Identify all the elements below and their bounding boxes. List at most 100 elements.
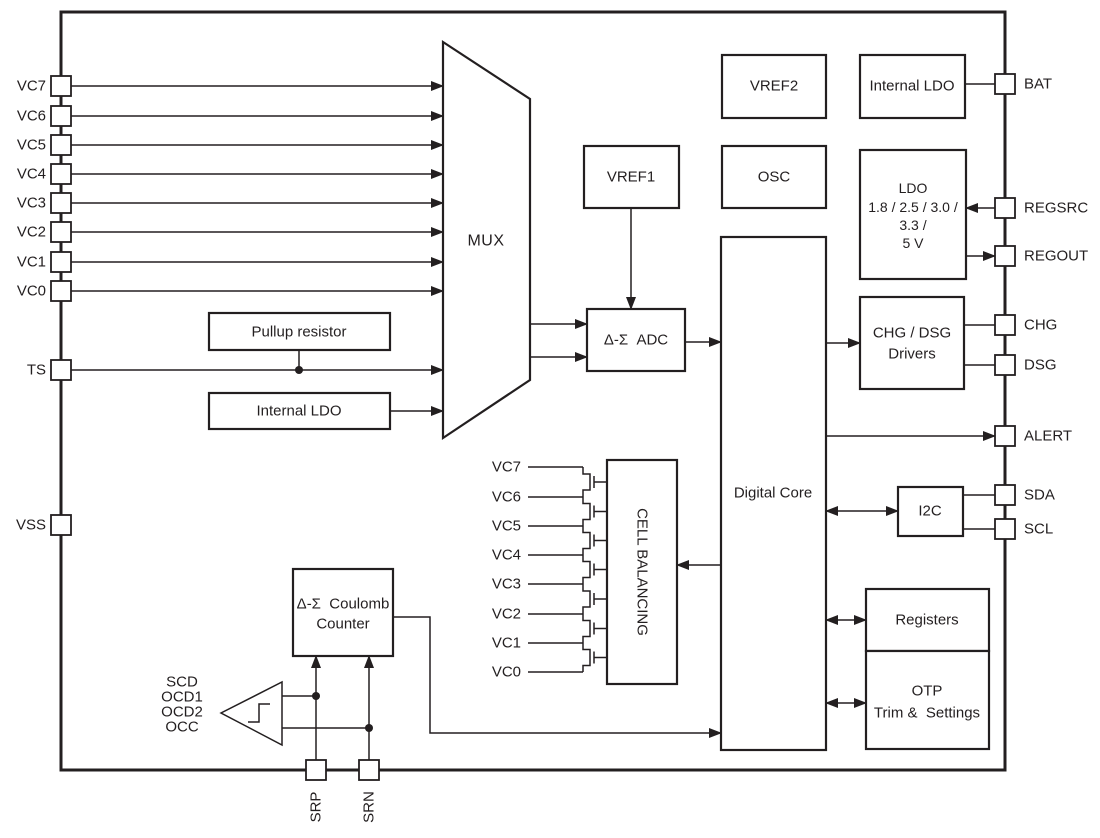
cb-input-vc7: VC7 [492, 459, 521, 476]
digital-core-label: Digital Core [734, 485, 812, 502]
mosfet-glyph-4 [582, 555, 607, 584]
osc-block [720, 144, 828, 210]
chg-dsg-label-2: Drivers [888, 346, 936, 363]
pin-vc1 [50, 251, 72, 273]
adc-block [585, 307, 687, 373]
pin-label-vc5: VC5 [17, 137, 46, 154]
pin-label-chg: CHG [1024, 317, 1057, 334]
digital-core-block [719, 235, 828, 752]
wire-coulomb-core [393, 616, 722, 738]
pin-label-vc1: VC1 [17, 254, 46, 271]
mosfet-glyph-5 [582, 584, 607, 614]
vref1-label: VREF1 [607, 169, 655, 186]
chip-outline [59, 10, 1007, 772]
pin-vc6 [50, 105, 72, 127]
pin-regout [994, 245, 1016, 267]
internal-ldo-left-label: Internal LDO [256, 403, 341, 420]
ldo-label-1: LDO [899, 180, 928, 196]
hysteresis-icon [248, 703, 270, 723]
pullup-resistor-block [207, 311, 392, 352]
pin-srn [358, 759, 380, 781]
cb-input-vc5: VC5 [492, 518, 521, 535]
pin-label-srn: SRN [361, 791, 378, 823]
cell-balancing-block [605, 458, 679, 686]
ldo-label-2: 1.8 / 2.5 / 3.0 / [868, 199, 958, 215]
pin-vc7 [50, 75, 72, 97]
pin-label-vc6: VC6 [17, 108, 46, 125]
coulomb-label-2: Counter [316, 616, 369, 633]
left-pins: VC7 VC6 VC5 VC4 VC3 VC2 VC1 VC0 TS VSS [16, 75, 72, 536]
pin-label-regout: REGOUT [1024, 248, 1088, 265]
pin-vc4 [50, 163, 72, 185]
mosfet-glyph-7 [582, 643, 607, 672]
pin-vc2 [50, 221, 72, 243]
pin-label-bat: BAT [1024, 76, 1052, 93]
comparator-triangle [219, 680, 283, 747]
junction-dot-ts [295, 366, 303, 374]
adc-label: Δ-Σ ADC [604, 332, 668, 349]
comparator-label-ocd2: OCD2 [161, 704, 203, 721]
internal-ldo-left-block [207, 391, 392, 431]
pin-vss [50, 514, 72, 536]
pin-label-vc0: VC0 [17, 283, 46, 300]
pin-label-vc3: VC3 [17, 195, 46, 212]
pin-srp [305, 759, 327, 781]
cb-input-vc6: VC6 [492, 489, 521, 506]
otp-label-1: OTP [912, 683, 943, 700]
otp-label-2: Trim & Settings [874, 705, 980, 722]
otp-block [864, 649, 991, 751]
pin-alert [994, 425, 1016, 447]
pin-bat [994, 73, 1016, 95]
mosfet-glyph-2 [582, 497, 607, 526]
cell-balancing-input-labels: VC7 VC6 VC5 VC4 VC3 VC2 VC1 VC0 [492, 459, 521, 681]
vref2-label: VREF2 [750, 78, 798, 95]
mux-block [441, 39, 532, 441]
coulomb-counter-block [291, 567, 395, 658]
ldo-block [858, 148, 968, 281]
vref2-block [720, 53, 828, 120]
pin-label-regsrc: REGSRC [1024, 200, 1088, 217]
i2c-block [896, 485, 965, 538]
pin-label-vc7: VC7 [17, 78, 46, 95]
mux-label: MUX [467, 233, 504, 250]
pin-label-ts: TS [27, 362, 46, 379]
pin-label-vc4: VC4 [17, 166, 46, 183]
mosfet-glyph-1 [582, 467, 607, 497]
pin-label-vss: VSS [16, 517, 46, 534]
right-pins: BAT REGSRC REGOUT CHG DSG ALERT SDA SCL [994, 73, 1088, 540]
pin-vc0 [50, 280, 72, 302]
pin-vc5 [50, 134, 72, 156]
internal-ldo-top-label: Internal LDO [869, 78, 954, 95]
cb-input-vc2: VC2 [492, 606, 521, 623]
pullup-resistor-label: Pullup resistor [251, 324, 346, 341]
pin-regsrc [994, 197, 1016, 219]
pin-ts [50, 359, 72, 381]
cb-input-vc4: VC4 [492, 547, 521, 564]
chg-dsg-drivers-block [858, 295, 966, 391]
osc-label: OSC [758, 169, 791, 186]
comparator-label-ocd1: OCD1 [161, 689, 203, 706]
pin-label-srp: SRP [308, 792, 325, 823]
registers-block [864, 587, 991, 653]
pin-label-dsg: DSG [1024, 357, 1057, 374]
coulomb-label-1: Δ-Σ Coulomb [297, 596, 390, 613]
pin-label-scl: SCL [1024, 521, 1053, 538]
registers-label: Registers [895, 612, 958, 629]
comparator-output-labels: SCD OCD1 OCD2 OCC [161, 674, 203, 736]
pin-label-alert: ALERT [1024, 428, 1072, 445]
cell-balancing-label: CELL BALANCING [634, 508, 651, 636]
pin-dsg [994, 354, 1016, 376]
cb-input-vc3: VC3 [492, 576, 521, 593]
pin-label-vc2: VC2 [17, 224, 46, 241]
pin-chg [994, 314, 1016, 336]
comparator-label-scd: SCD [166, 674, 198, 691]
mosfet-glyph-6 [582, 614, 607, 643]
pin-sda [994, 484, 1016, 506]
mosfet-glyph-3 [582, 526, 607, 555]
pin-vc3 [50, 192, 72, 214]
ldo-label-3: 3.3 / [899, 217, 926, 233]
comparator-label-occ: OCC [165, 719, 199, 736]
i2c-label: I2C [918, 503, 942, 520]
cb-input-vc1: VC1 [492, 635, 521, 652]
